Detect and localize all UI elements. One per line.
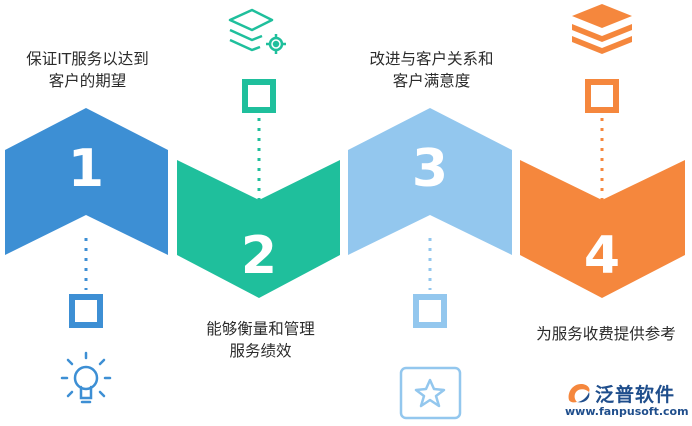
step-3-number: 3 — [412, 139, 448, 199]
step-3: 3 — [348, 108, 512, 420]
step-2-node — [242, 79, 276, 113]
step-3-node — [413, 294, 447, 328]
step-2-number: 2 — [241, 226, 277, 286]
brand-name: 泛普软件 — [595, 384, 676, 406]
step-4-chevron — [520, 160, 685, 298]
step-4-node — [585, 79, 619, 113]
brand-mark-icon — [568, 384, 590, 403]
step-3-chevron — [348, 108, 512, 255]
step-1-node — [69, 294, 103, 328]
layers-gear-icon — [228, 8, 286, 54]
step-4-number: 4 — [584, 226, 620, 286]
step-2: 2 — [177, 8, 340, 298]
star-icon — [399, 366, 462, 420]
step-3-caption-line1: 改进与客户关系和 — [369, 50, 494, 68]
step-2-chevron — [177, 160, 340, 298]
step-1: 1 — [5, 108, 168, 404]
step-4-caption-line1: 为服务收费提供参考 — [536, 325, 676, 343]
step-4: 4 — [520, 4, 685, 298]
step-2-caption: 能够衡量和管理 服务绩效 — [183, 318, 338, 362]
brand-url: www.fanpusoft.com — [565, 405, 689, 418]
step-1-caption-line1: 保证IT服务以达到 — [26, 50, 149, 68]
stack-icon — [572, 4, 632, 54]
brand-logo: 泛普软件 www.fanpusoft.com — [565, 378, 689, 422]
step-3-caption: 改进与客户关系和 客户满意度 — [354, 48, 509, 92]
step-1-caption-line2: 客户的期望 — [48, 72, 127, 90]
step-3-caption-line2: 客户满意度 — [392, 72, 471, 90]
step-4-caption: 为服务收费提供参考 — [520, 323, 692, 345]
lightbulb-icon — [60, 351, 112, 404]
step-1-number: 1 — [68, 139, 104, 199]
step-2-caption-line2: 服务绩效 — [229, 342, 292, 360]
step-2-caption-line1: 能够衡量和管理 — [206, 320, 315, 338]
step-1-caption: 保证IT服务以达到 客户的期望 — [10, 48, 165, 92]
step-1-chevron — [5, 108, 168, 255]
